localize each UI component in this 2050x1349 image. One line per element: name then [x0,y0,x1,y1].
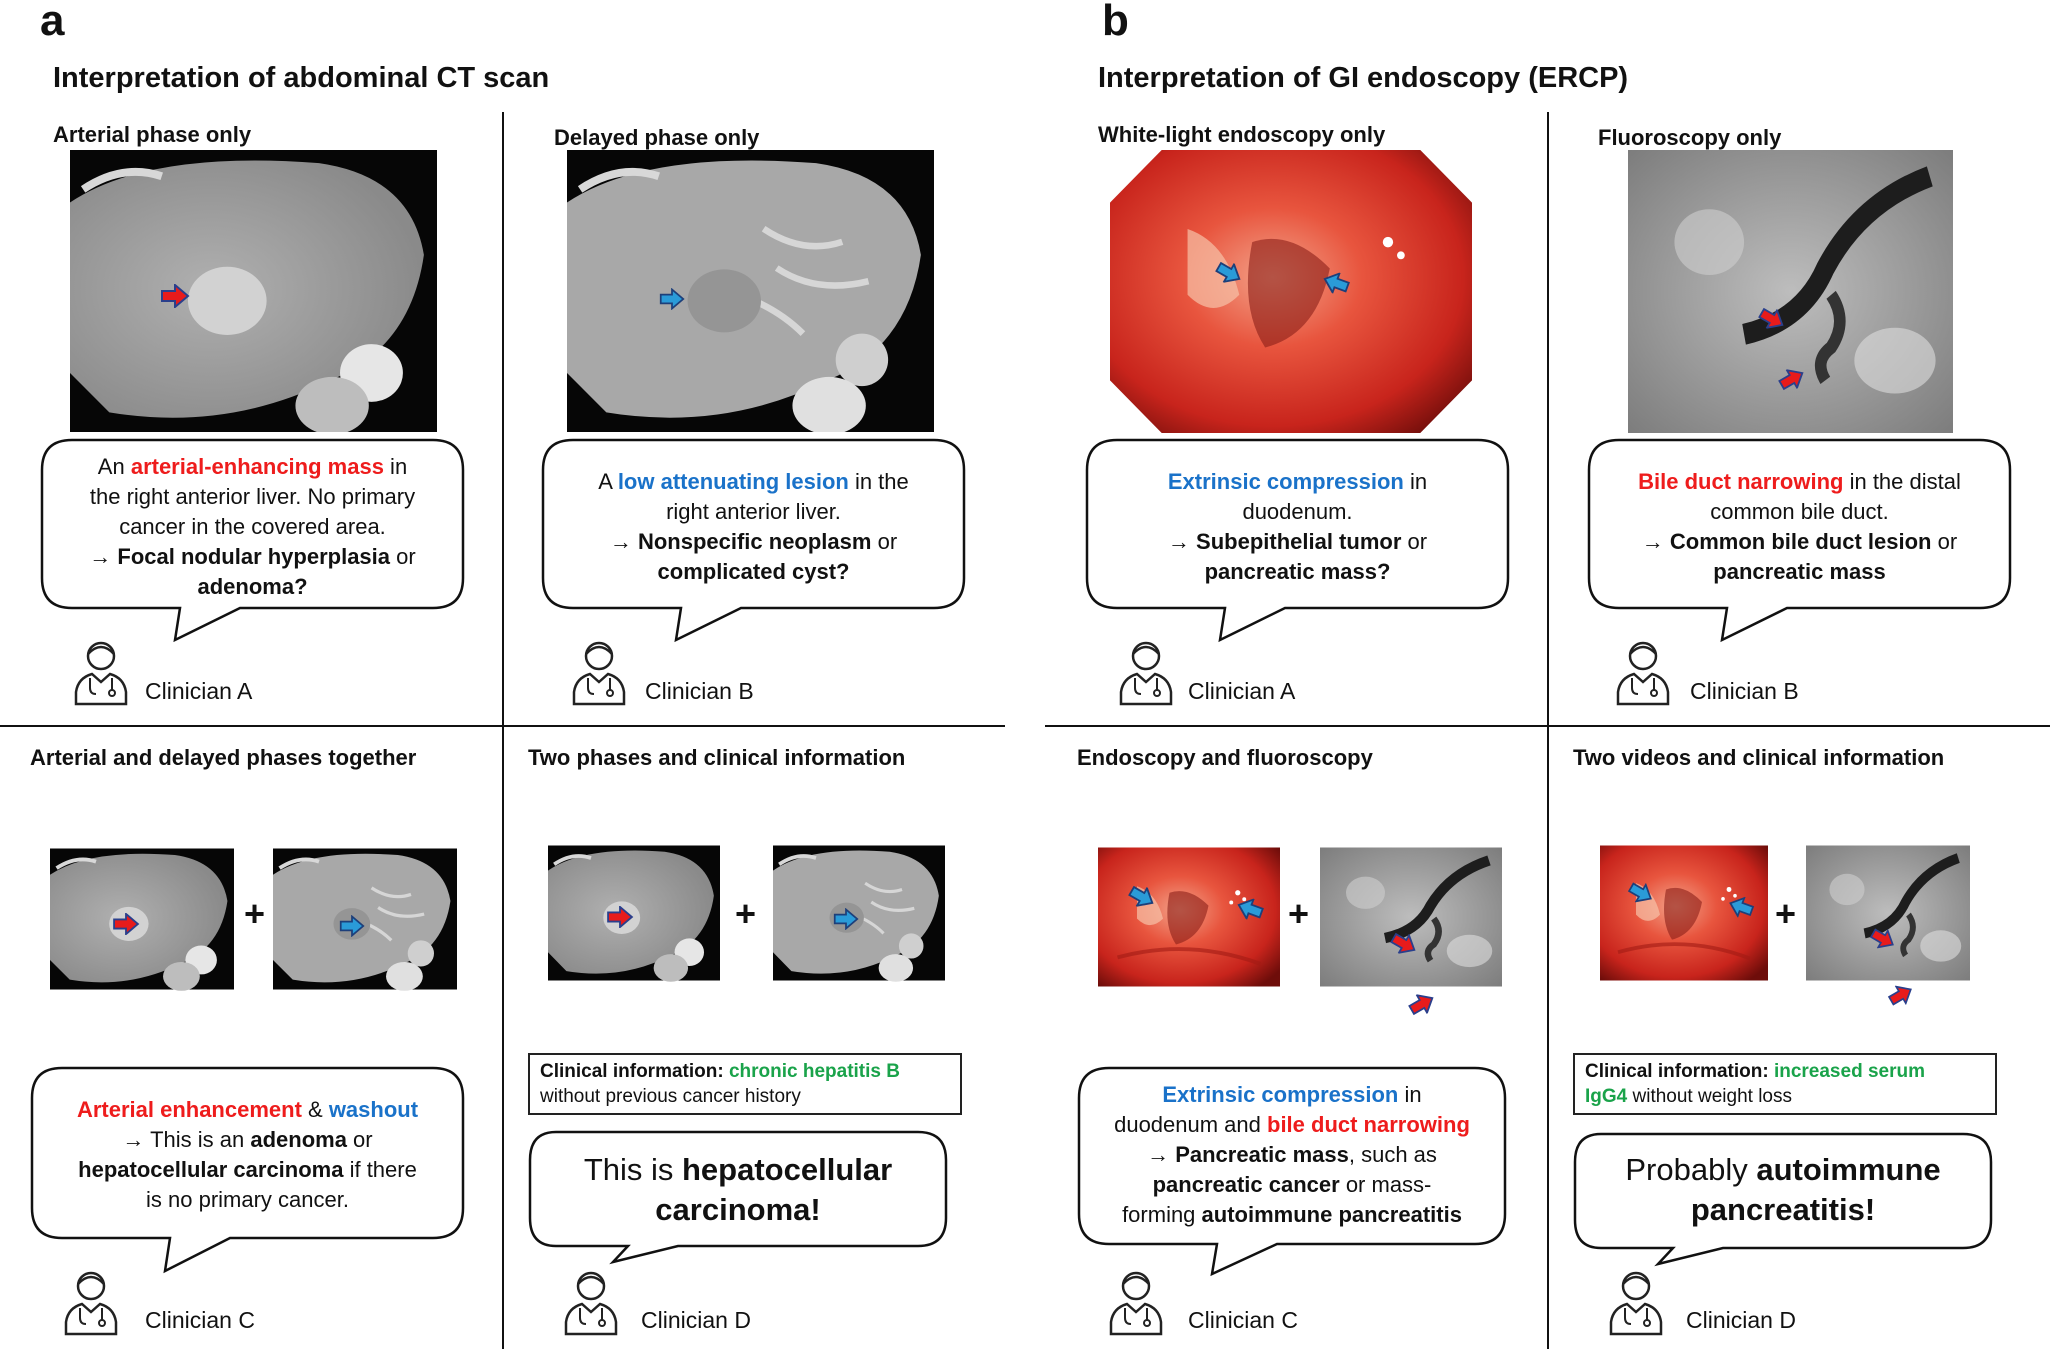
plus-sign: + [1288,893,1310,934]
b-q2-text: Bile duct narrowing in the distal common… [1638,469,1961,584]
a-q1-clinician-label: Clinician A [145,678,253,704]
divider-b-horizontal [1045,725,2050,727]
a-q1-speech-bubble [40,438,465,643]
red-arrow-icon [160,284,190,308]
a-q3-clinician-label: Clinician C [145,1307,255,1333]
b-q2-subtitle: Fluoroscopy only [1598,125,1782,150]
ct-arterial-crop-image [50,778,234,1060]
endoscopy-crop-image-2 [1600,778,1768,1048]
fluoroscopy-crop-image [1320,778,1502,1056]
b-q4-speech-bubble [1573,1132,1993,1267]
fluoroscopy-image [1628,150,1953,433]
b-q1-text: Extrinsic compression in duodenum. → Sub… [1167,469,1428,584]
a-q3-speech-bubble [30,1066,465,1274]
divider-a-vertical [502,112,504,1349]
a-q4-clinical-info-box: Clinical information: chronic hepatitis … [528,1053,962,1115]
ct-arterial-image [70,150,437,432]
panel-a-letter: a [40,0,65,45]
b-q3-clinician-label: Clinician C [1188,1307,1298,1333]
b-q3-speech-bubble [1077,1066,1507,1277]
a-q2-clinician-label: Clinician B [645,678,754,704]
a-q2-subtitle: Delayed phase only [554,125,760,150]
clinician-avatar-icon [568,636,630,706]
a-q4-text: This is hepatocellular carcinoma! [583,1152,893,1227]
red-arrow-icon [112,913,140,935]
blue-arrow-icon [339,915,365,937]
clinician-avatar-icon [1105,1266,1167,1336]
blue-arrow-icon [833,908,859,930]
ct-delayed-crop-image [273,778,457,1060]
a-q4-speech-bubble [528,1130,948,1265]
b-q2-clinician-label: Clinician B [1690,678,1799,704]
endoscopy-crop-image [1098,778,1280,1056]
a-q3-subtitle: Arterial and delayed phases together [30,745,417,770]
b-q1-clinician-label: Clinician A [1188,678,1296,704]
red-arrow-icon [606,906,634,928]
b-q2-speech-bubble [1587,438,2012,643]
a-q2-speech-bubble [541,438,966,643]
clinician-avatar-icon [560,1266,622,1336]
divider-a-horizontal [0,725,1005,727]
blue-arrow-icon [659,288,685,310]
clinician-avatar-icon [60,1266,122,1336]
plus-sign: + [735,893,757,934]
b-q1-subtitle: White-light endoscopy only [1098,122,1386,147]
b-q4-subtitle: Two videos and clinical information [1573,745,1945,770]
a-q4-clinician-label: Clinician D [641,1307,751,1333]
panel-b-title: Interpretation of GI endoscopy (ERCP) [1098,62,1629,94]
clinician-avatar-icon [1605,1266,1667,1336]
clinician-avatar-icon [1612,636,1674,706]
b-q4-clinician-label: Clinician D [1686,1307,1796,1333]
clinician-avatar-icon [70,636,132,706]
a-q4-subtitle: Two phases and clinical information [528,745,906,770]
b-q1-speech-bubble [1085,438,1510,643]
b-q3-text: Extrinsic compression in duodenum and bi… [1114,1082,1470,1227]
plus-sign: + [244,893,266,934]
b-q4-clinical-info-box: Clinical information: increased serum Ig… [1573,1053,1997,1115]
b-q4-text: Probably autoimmune pancreatitis! [1625,1152,1941,1227]
b-q3-subtitle: Endoscopy and fluoroscopy [1077,745,1373,770]
a-q3-text: Arterial enhancement & washout → This is… [76,1097,419,1212]
a-q2-text: A low attenuating lesion in the right an… [598,469,909,584]
plus-sign: + [1775,893,1797,934]
clinician-avatar-icon [1115,636,1177,706]
endoscopy-image [1110,150,1472,433]
ct-arterial-crop-image-2 [548,778,720,1048]
fluoroscopy-crop-image-2 [1806,778,1970,1048]
a-q1-text: An arterial-enhancing mass in the right … [89,454,416,599]
panel-b-letter: b [1102,0,1129,45]
ct-delayed-crop-image-2 [773,778,945,1048]
divider-b-vertical [1547,112,1549,1349]
ct-delayed-image [567,150,934,432]
panel-a-title: Interpretation of abdominal CT scan [53,62,550,94]
a-q1-subtitle: Arterial phase only [53,122,252,147]
